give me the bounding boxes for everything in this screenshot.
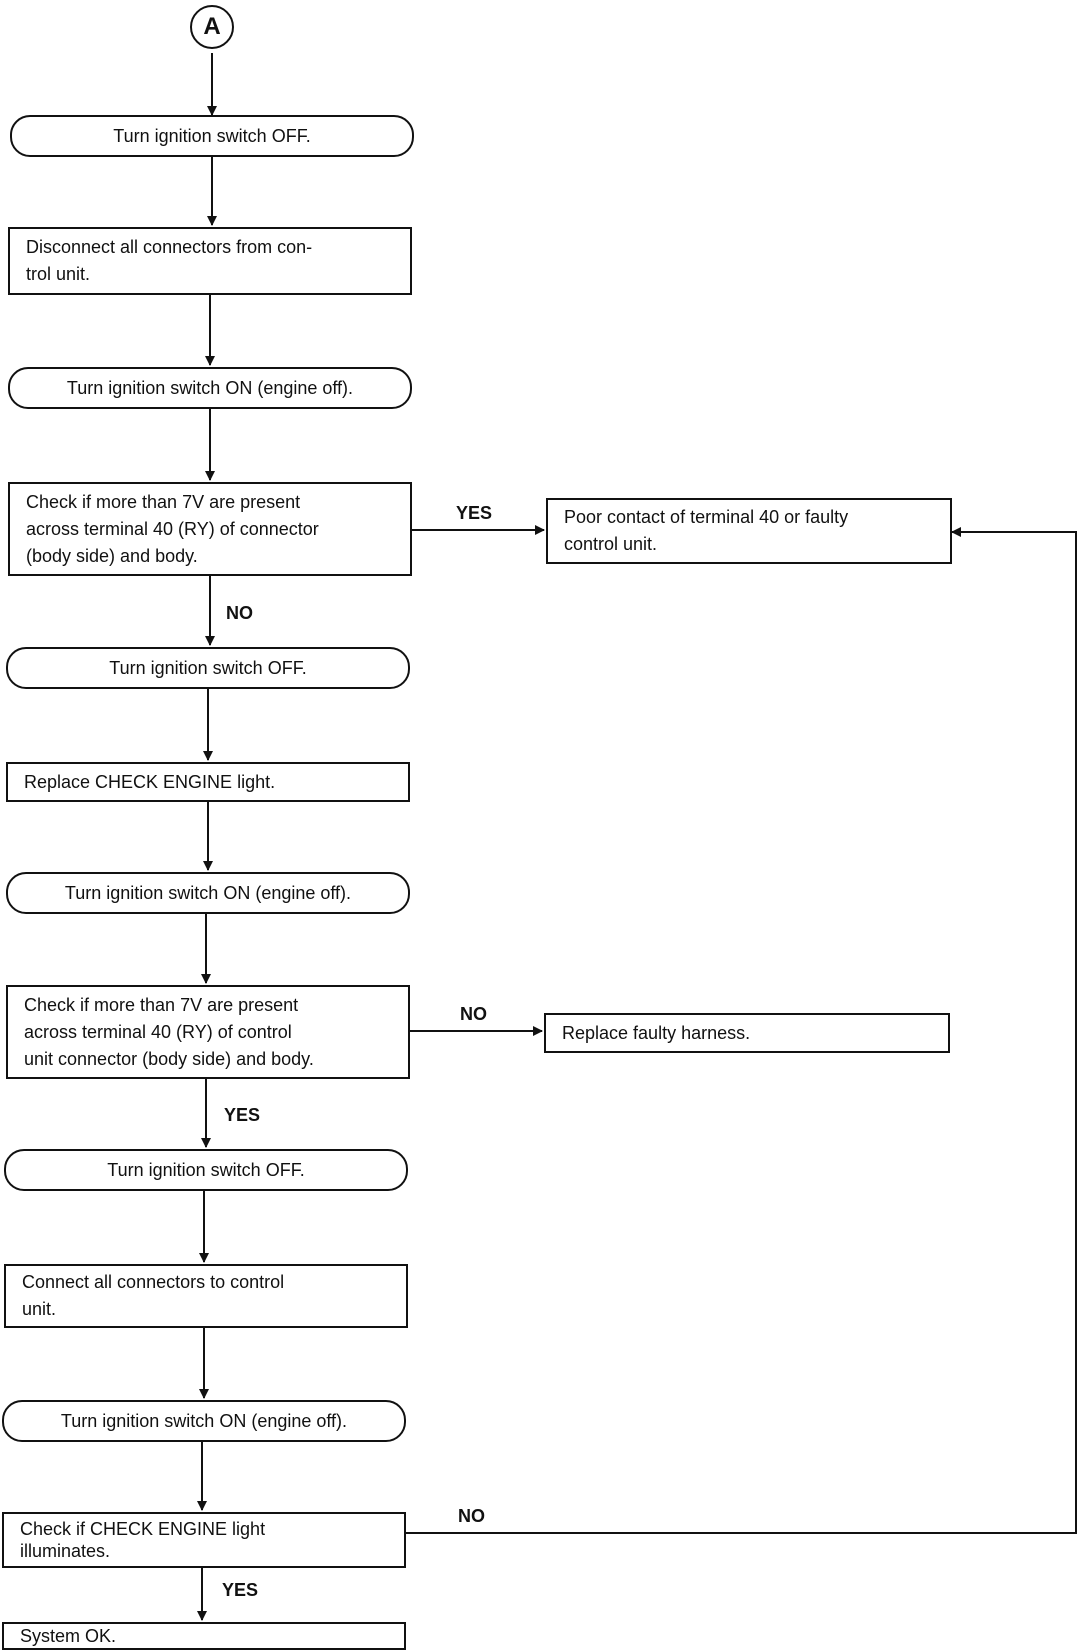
label-no-to-poor-contact: NO (458, 1506, 485, 1526)
label-no-to-replace-harness: NO (460, 1004, 487, 1024)
step-turn-ignition-off-1: Turn ignition switch OFF. (10, 115, 414, 157)
step-turn-ignition-on-3: Turn ignition switch ON (engine off). (2, 1400, 406, 1442)
label-no-to-turn-off-2: NO (226, 603, 253, 623)
check-voltage-connector: Check if more than 7V are present across… (8, 482, 412, 576)
result-poor-contact: Poor contact of terminal 40 or faulty co… (546, 498, 952, 564)
result-system-ok: System OK. (2, 1622, 406, 1650)
label-yes-to-poor-contact: YES (456, 503, 493, 523)
step-turn-ignition-off-2: Turn ignition switch OFF. (6, 647, 410, 689)
step-disconnect-connectors: Disconnect all connectors from con- trol… (8, 227, 412, 295)
step-turn-ignition-on-1: Turn ignition switch ON (engine off). (8, 367, 412, 409)
step-replace-check-engine-light: Replace CHECK ENGINE light. (6, 762, 410, 802)
step-connect-connectors: Connect all connectors to control unit. (4, 1264, 408, 1328)
label-yes-to-turn-off-3: YES (224, 1105, 261, 1125)
check-voltage-control-unit: Check if more than 7V are present across… (6, 985, 410, 1079)
check-check-engine-light: Check if CHECK ENGINE light illuminates. (2, 1512, 406, 1568)
step-turn-ignition-off-3: Turn ignition switch OFF. (4, 1149, 408, 1191)
arrow-s12-no-to-r1 (406, 527, 1077, 1534)
label-yes-to-system-ok: YES (222, 1580, 259, 1600)
result-replace-faulty-harness: Replace faulty harness. (544, 1013, 950, 1053)
step-turn-ignition-on-2: Turn ignition switch ON (engine off). (6, 872, 410, 914)
connector-a: A (190, 5, 234, 49)
